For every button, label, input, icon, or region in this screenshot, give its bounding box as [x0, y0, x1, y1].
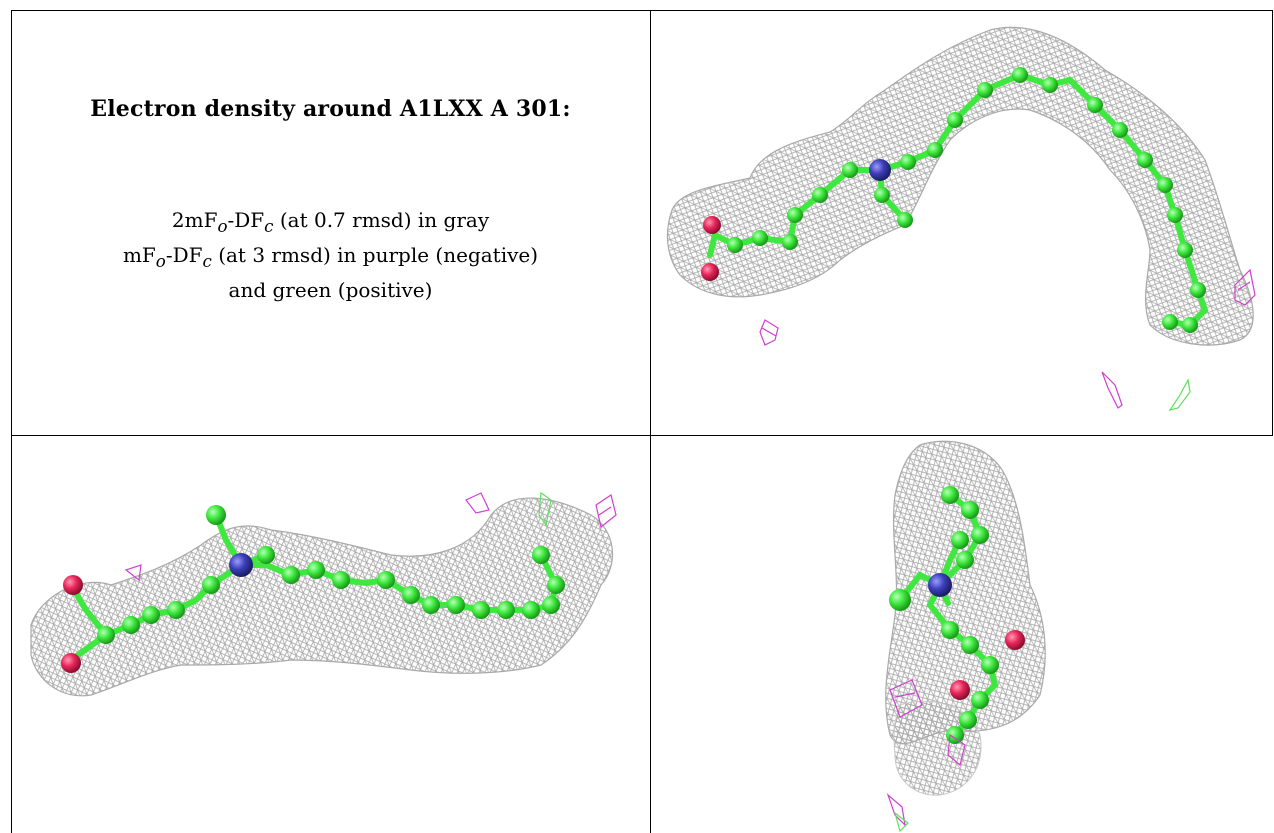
table-border-left [11, 10, 12, 833]
atoms-nitrogen [928, 573, 952, 597]
negative-density [759, 268, 1256, 409]
bottom-left-view [11, 435, 650, 833]
caption-cell: Electron density around A1LXX A 301: 2mF… [11, 10, 650, 435]
table-column-divider [650, 10, 651, 833]
positive-density [893, 811, 909, 833]
top-right-view [650, 10, 1273, 435]
legend-line-2fo-fc: 2mFo-DFc (at 0.7 rmsd) in gray [171, 208, 490, 236]
molecule-view-arch [666, 26, 1256, 411]
density-legend: 2mFo-DFc (at 0.7 rmsd) in gray mFo-DFc (… [11, 206, 650, 304]
density-mesh-gray-lower [893, 700, 982, 796]
density-mesh-gray [30, 497, 614, 697]
table-border-right [1272, 10, 1273, 435]
atoms-nitrogen [229, 553, 253, 577]
legend-line-fo-fc: mFo-DFc (at 3 rmsd) in purple (negative) [122, 243, 539, 271]
figure-heading: Electron density around A1LXX A 301: [90, 96, 571, 122]
molecule-view-end-on [885, 440, 1046, 833]
table-row-divider [11, 435, 1273, 436]
atoms-oxygen [61, 575, 83, 673]
negative-density [886, 679, 966, 827]
density-mesh-gray [666, 26, 1254, 346]
atoms-oxygen [950, 630, 1025, 700]
atoms-nitrogen [869, 159, 891, 181]
bottom-right-view [650, 435, 1273, 833]
molecule-view-extended [30, 491, 617, 697]
atoms-carbon [889, 486, 999, 744]
table-border-top [11, 10, 1273, 11]
positive-density [1168, 378, 1191, 411]
atoms-carbon [97, 505, 565, 644]
atoms-carbon [727, 67, 1206, 333]
atoms-oxygen [701, 216, 721, 281]
positive-density [538, 491, 552, 527]
negative-density [124, 492, 617, 582]
legend-line-positive: and green (positive) [228, 278, 433, 302]
